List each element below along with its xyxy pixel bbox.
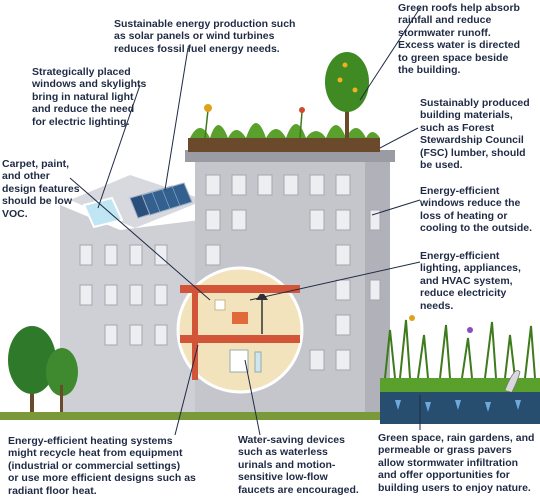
infiltration-arrows — [395, 400, 521, 412]
label-green-space: Green space, rain gardens, and permeable… — [378, 432, 535, 494]
chair-icon — [232, 312, 248, 324]
label-heating-systems: Energy-efficient heating systems might r… — [8, 435, 196, 497]
ground — [0, 315, 540, 424]
interior-cutaway — [176, 266, 304, 394]
leader-lines — [69, 7, 421, 436]
label-windows-skylights: Strategically placed windows and skyligh… — [32, 66, 147, 128]
label-efficient-windows: Energy-efficient windows reduce the loss… — [420, 185, 532, 235]
label-efficient-lighting: Energy-efficient lighting, appliances, a… — [420, 250, 521, 312]
toilet-icon — [229, 349, 249, 373]
left-trees — [8, 326, 78, 415]
skylight — [82, 196, 124, 229]
heron-icon — [504, 370, 521, 393]
label-low-voc: Carpet, paint, and other design features… — [2, 158, 80, 220]
solar-panels — [129, 182, 193, 219]
label-materials: Sustainably produced building materials,… — [420, 97, 530, 172]
green-roof — [188, 52, 380, 152]
label-water-saving: Water-saving devices such as waterless u… — [238, 434, 359, 496]
label-green-roofs: Green roofs help absorb rainfall and red… — [398, 2, 520, 77]
label-energy-production: Sustainable energy production such as so… — [114, 18, 296, 55]
